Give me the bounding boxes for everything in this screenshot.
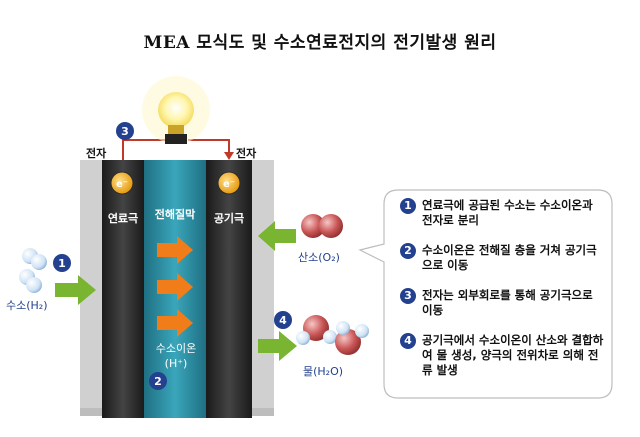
callout-box xyxy=(358,189,613,399)
step-text-4: 공기극에서 수소이온이 산소와 결합하여 물 생성, 양극의 전위차로 의해 전… xyxy=(422,333,604,377)
electron-label-right: 전자 xyxy=(236,146,257,160)
step-number-3: 3 xyxy=(400,288,416,304)
proton-arrows xyxy=(157,236,193,337)
water-molecule-icon xyxy=(296,315,369,355)
hydrogen-label: 수소(H₂) xyxy=(6,299,48,312)
step-text-3: 전자는 외부회로를 통해 공기극으로 이동 xyxy=(422,288,593,317)
marker-1: 1 xyxy=(53,254,71,272)
hydrogen-ion-formula: (H⁺) xyxy=(165,357,188,370)
marker-4: 4 xyxy=(274,311,292,329)
cathode-electrode xyxy=(206,160,252,418)
hydrogen-ion-label: 수소이온 xyxy=(156,342,196,355)
hydrogen-molecule-icon xyxy=(19,248,47,293)
external-circuit-wire-right xyxy=(188,139,230,158)
electron-badge-cathode: e⁻ xyxy=(217,171,241,195)
marker-3: 3 xyxy=(116,122,134,140)
water-label: 물(H₂O) xyxy=(303,365,343,378)
step-number-2: 2 xyxy=(400,243,416,259)
svg-text:3: 3 xyxy=(121,125,129,138)
electron-badge-anode: e⁻ xyxy=(110,171,134,195)
oxygen-molecule-icon xyxy=(301,214,343,238)
step-text-2: 수소이온은 전해질 층을 거쳐 공기극으로 이동 xyxy=(422,243,597,272)
cathode-label: 공기극 xyxy=(214,211,244,225)
circuit-arrow-head xyxy=(224,152,234,160)
anode-label: 연료극 xyxy=(108,211,138,225)
right-frame xyxy=(252,160,274,415)
water-outflow-arrow xyxy=(258,331,297,361)
svg-text:2: 2 xyxy=(154,375,162,388)
light-bulb-icon xyxy=(142,76,210,144)
electron-label-left: 전자 xyxy=(86,146,107,160)
oxygen-label: 산소(O₂) xyxy=(298,251,340,264)
step-text-1: 연료극에 공급된 수소는 수소이온과 전자로 분리 xyxy=(422,198,593,227)
step-number-4: 4 xyxy=(400,333,416,349)
svg-text:4: 4 xyxy=(279,314,287,327)
steps-callout: 1 연료극에 공급된 수소는 수소이온과 전자로 분리 2 수소이온은 전해질 … xyxy=(386,188,606,398)
svg-text:1: 1 xyxy=(58,257,66,270)
hydrogen-inflow-arrow xyxy=(55,275,96,305)
electrolyte-label: 전해질막 xyxy=(155,207,195,221)
electron-symbol-right: e⁻ xyxy=(223,179,235,190)
marker-2: 2 xyxy=(149,372,167,390)
external-circuit-wire xyxy=(122,139,165,160)
electron-symbol-left: e⁻ xyxy=(116,179,128,190)
oxygen-inflow-arrow xyxy=(258,221,296,251)
step-number-1: 1 xyxy=(400,198,416,214)
diagram-title: MEA 모식도 및 수소연료전지의 전기발생 원리 xyxy=(143,33,497,53)
anode-electrode xyxy=(102,160,144,418)
